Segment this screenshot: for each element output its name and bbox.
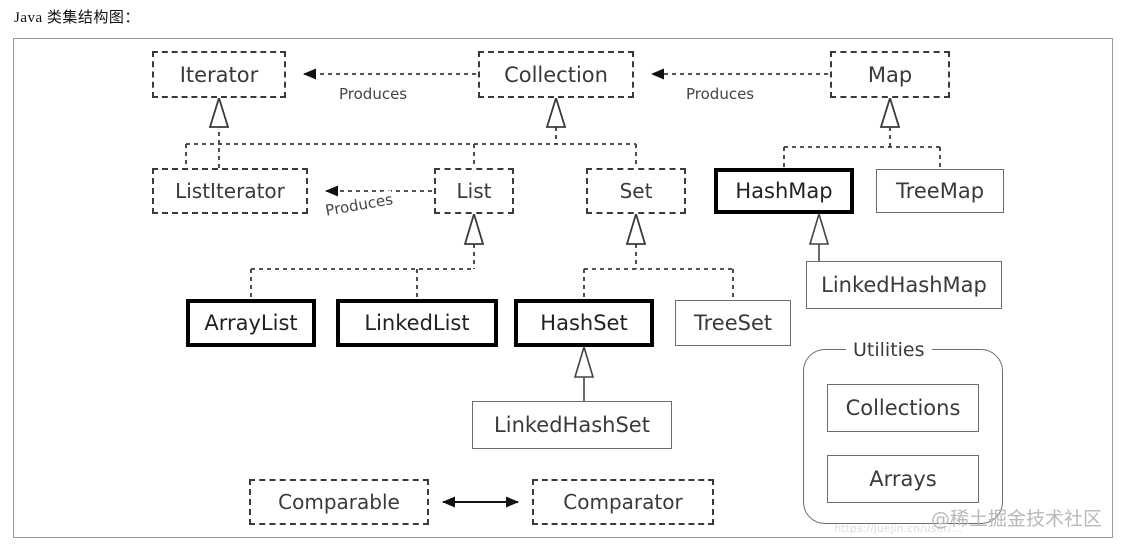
page-caption: Java 类集结构图： <box>14 10 140 26</box>
node-label: Map <box>867 62 913 87</box>
node-label: ArrayList <box>204 311 298 335</box>
node-label: HashMap <box>735 179 833 203</box>
triangle-set <box>625 210 647 245</box>
node-label: Collections <box>845 396 961 420</box>
edge-label-produces-collection-iterator: Produces <box>339 85 408 103</box>
connector-layer <box>185 68 941 508</box>
node-map[interactable]: Map <box>830 51 950 98</box>
triangle-hashmap <box>808 211 830 245</box>
edge-label-produces-map-collection: Produces <box>686 85 755 103</box>
node-hashset[interactable]: HashSet <box>514 299 654 347</box>
node-iterator[interactable]: Iterator <box>152 51 286 98</box>
node-set[interactable]: Set <box>586 168 686 214</box>
node-treemap[interactable]: TreeMap <box>876 169 1004 213</box>
triangle-collection <box>545 94 567 128</box>
watermark-text: @稀土掘金技术社区 <box>930 508 1102 530</box>
node-label: HashSet <box>540 311 628 335</box>
class-diagram-canvas: Iterator Collection Map ListIterator Lis… <box>13 38 1113 538</box>
node-linkedhashmap[interactable]: LinkedHashMap <box>806 261 1002 309</box>
node-linkedhashset[interactable]: LinkedHashSet <box>472 401 672 449</box>
node-comparator[interactable]: Comparator <box>532 479 714 525</box>
group-utilities-label: Utilities <box>846 339 932 361</box>
edge-lists-realize-list <box>250 244 475 299</box>
edge-sets-realize-set <box>583 244 734 300</box>
triangle-map <box>879 94 901 128</box>
node-label: TreeSet <box>693 311 773 335</box>
node-collection[interactable]: Collection <box>478 51 634 98</box>
node-label: Iterator <box>179 62 259 87</box>
node-collections[interactable]: Collections <box>827 384 979 432</box>
node-listiterator[interactable]: ListIterator <box>152 168 308 214</box>
node-label: TreeMap <box>895 179 985 203</box>
node-label: LinkedHashMap <box>821 273 987 297</box>
edge-list-set-realize-collection <box>185 127 637 168</box>
node-label: Comparable <box>278 490 400 514</box>
edge-listiterator-realizes-iterator <box>208 94 230 168</box>
node-label: Collection <box>504 62 608 87</box>
node-label: ListIterator <box>175 179 285 203</box>
triangle-hashset <box>573 344 595 378</box>
node-label: Set <box>619 179 653 203</box>
node-arraylist[interactable]: ArrayList <box>186 299 316 347</box>
triangle-list <box>463 210 485 245</box>
node-treeset[interactable]: TreeSet <box>675 300 791 346</box>
edge-maps-realize-map <box>783 127 941 169</box>
node-arrays[interactable]: Arrays <box>827 455 979 503</box>
node-label: Arrays <box>869 467 937 491</box>
watermark-url: https://juejin.cn/user/... <box>834 522 962 535</box>
node-linkedlist[interactable]: LinkedList <box>336 299 498 347</box>
node-hashmap[interactable]: HashMap <box>714 168 854 214</box>
node-label: List <box>456 179 492 203</box>
node-label: Comparator <box>563 490 683 514</box>
node-label: LinkedList <box>364 311 470 335</box>
node-list[interactable]: List <box>434 168 514 214</box>
node-label: LinkedHashSet <box>494 413 650 437</box>
node-comparable[interactable]: Comparable <box>249 479 429 525</box>
